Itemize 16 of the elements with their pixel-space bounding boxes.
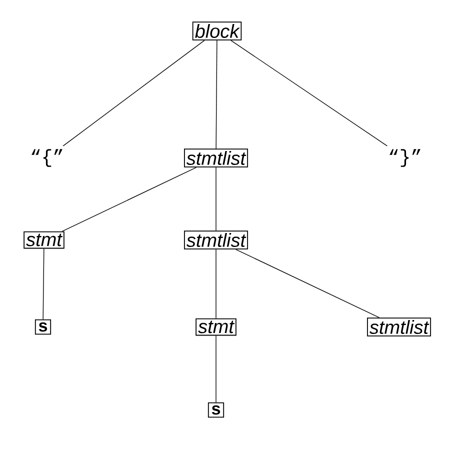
nonterminal-box: stmt [24,231,64,249]
nonterminal-box: stmtlist [184,230,248,250]
tree-edge [62,167,197,232]
tree-edge [230,40,388,146]
tree-edge [42,248,44,320]
token-box: s [34,319,52,335]
nonterminal-box: block [192,22,242,40]
tree-edge [62,40,205,146]
token-box: s [208,402,224,418]
nonterminal-box: stmtlist [184,148,248,168]
nonterminal-box: stmt [196,318,236,336]
terminal-text: “{” [32,149,62,167]
tree-edge [216,40,218,149]
nonterminal-box: stmtlist [367,318,431,336]
terminal-text: “}” [390,149,420,167]
tree-edge [235,249,380,318]
